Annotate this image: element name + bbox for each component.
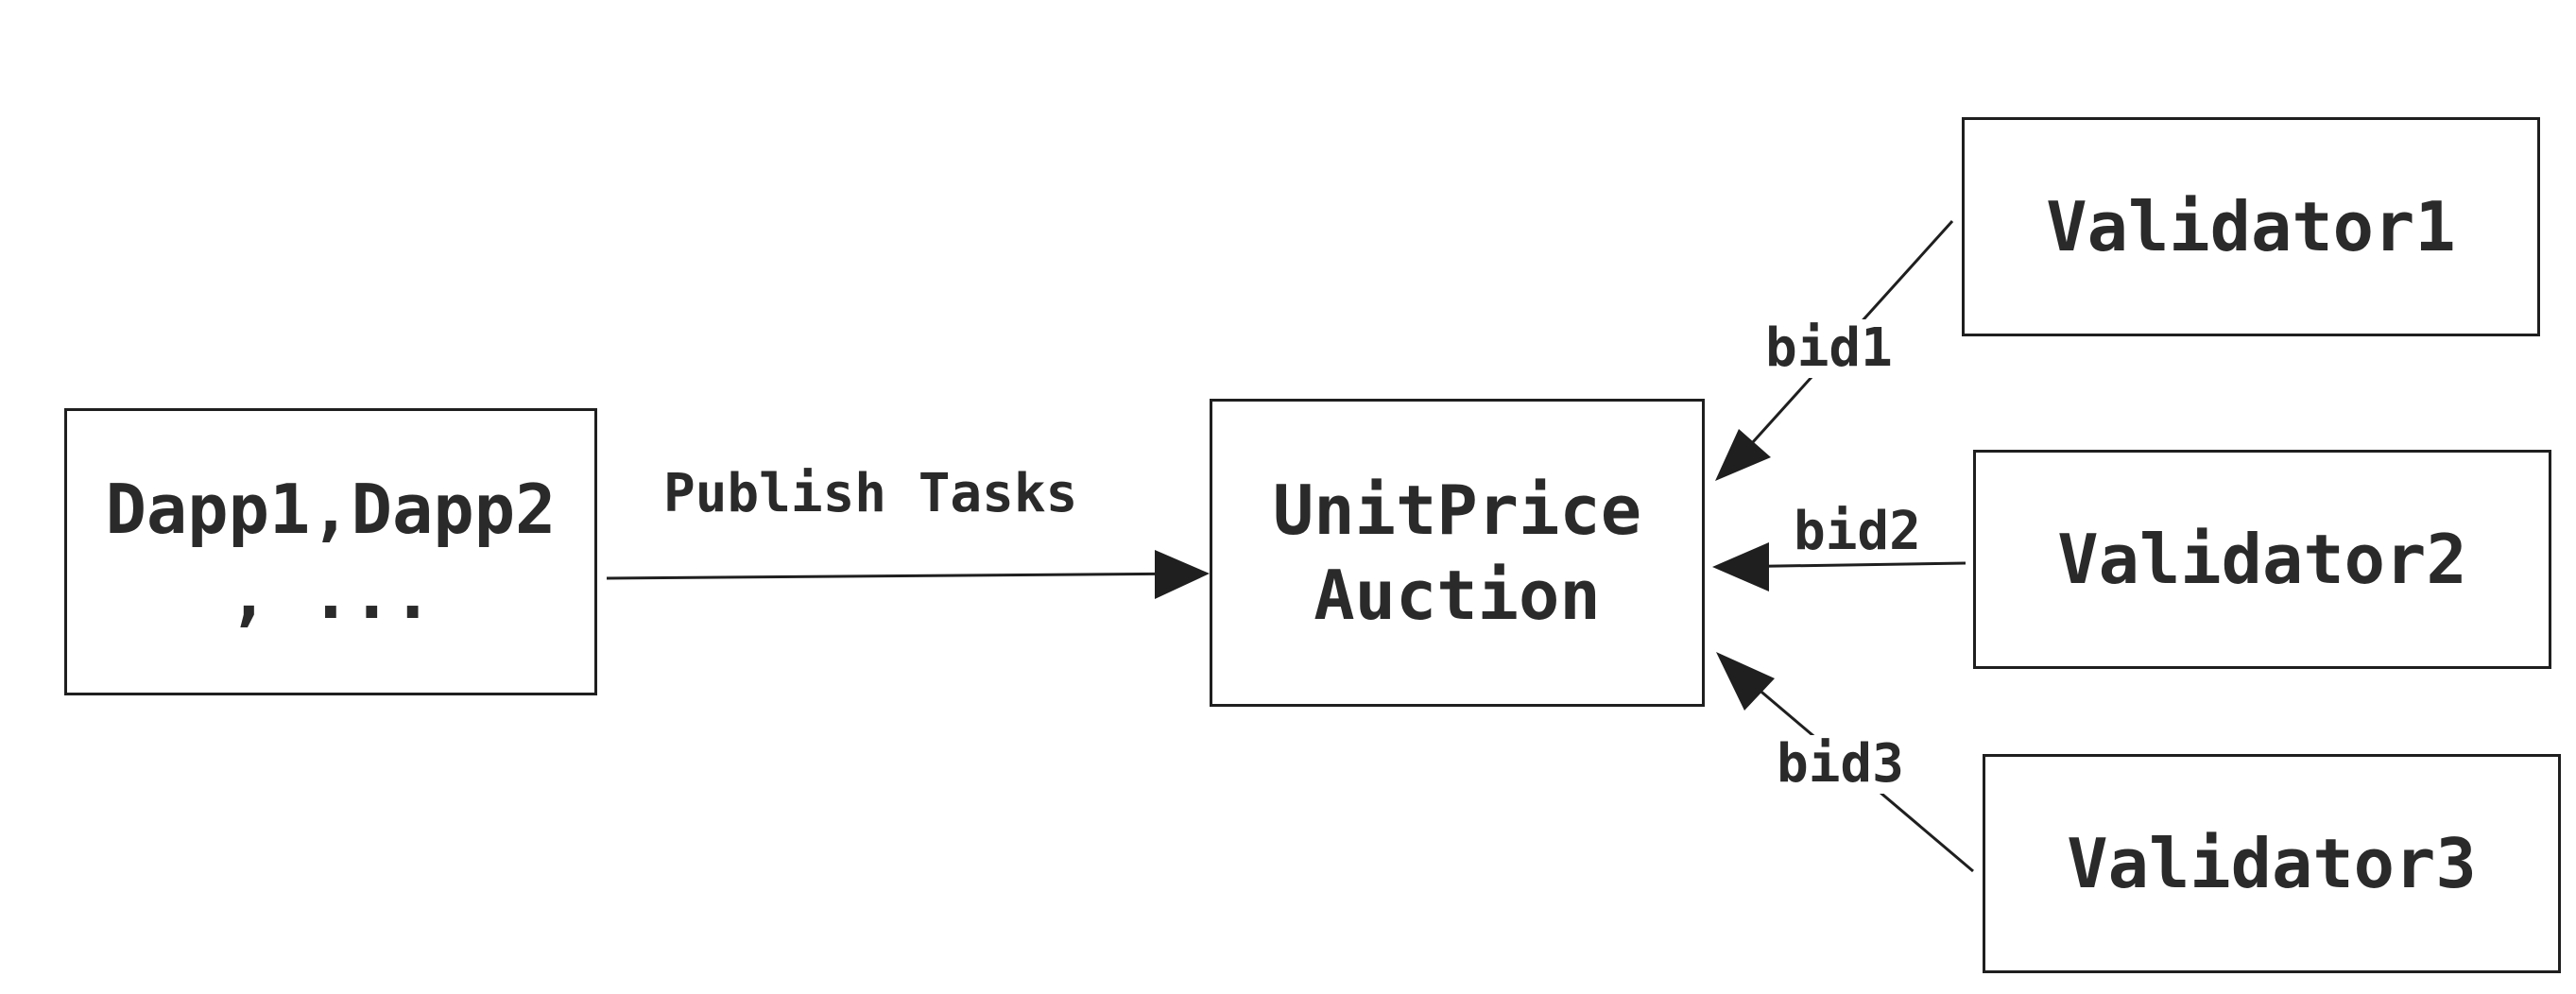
validator1-node: Validator1	[1962, 117, 2540, 336]
publish-tasks-arrow	[606, 572, 1207, 580]
validator2-node: Validator2	[1973, 450, 2551, 669]
validator3-node-label: Validator3	[2067, 824, 2477, 903]
bid1-label: bid1	[1760, 319, 1898, 378]
dapps-node: Dapp1,Dapp2 , ...	[64, 408, 597, 695]
dapps-node-label: Dapp1,Dapp2 , ...	[105, 470, 557, 634]
unitprice-auction-node-label: UnitPrice Auction	[1272, 471, 1642, 635]
bid3-arrowhead	[1716, 652, 1775, 711]
bid1-arrowhead	[1715, 429, 1771, 481]
validator2-node-label: Validator2	[2057, 520, 2467, 599]
validator1-node-label: Validator1	[2046, 187, 2456, 266]
bid2-label: bid2	[1788, 503, 1927, 561]
unitprice-auction-node: UnitPrice Auction	[1210, 399, 1705, 707]
publish-tasks-arrowhead	[1155, 550, 1210, 599]
bid3-label: bid3	[1771, 735, 1910, 794]
publish-tasks-label: Publish Tasks	[658, 465, 1084, 523]
bid2-arrowhead	[1712, 542, 1769, 591]
validator3-node: Validator3	[1983, 754, 2561, 973]
